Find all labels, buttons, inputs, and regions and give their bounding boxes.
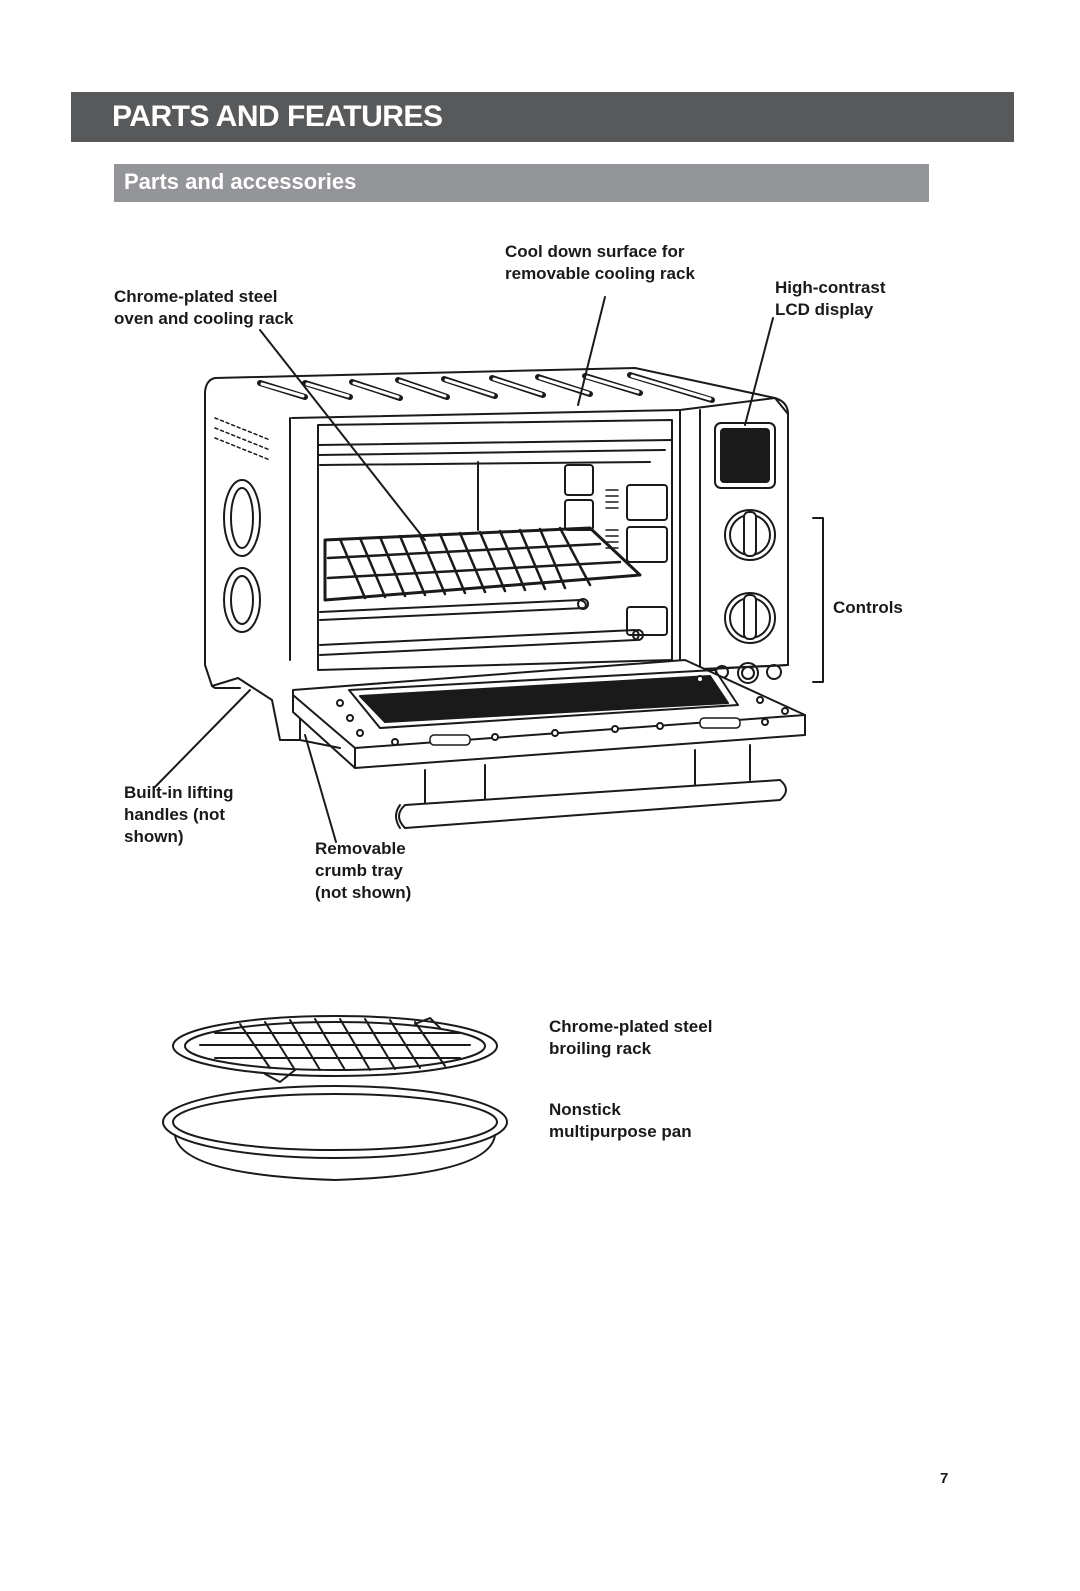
page-number: 7 xyxy=(940,1470,949,1487)
handle-grip-upper xyxy=(223,479,261,557)
handle-grip-lower xyxy=(223,567,261,633)
door-window xyxy=(359,675,729,723)
upper-knob xyxy=(724,509,776,561)
label-cool-down-surface: Cool down surface for removable cooling … xyxy=(505,242,695,283)
control-panel xyxy=(679,397,789,671)
broiling-rack xyxy=(172,1015,498,1083)
section-title-bar: PARTS AND FEATURES xyxy=(71,92,1014,142)
subsection-title-bar: Parts and accessories xyxy=(114,164,929,202)
label-multipurpose-pan: Nonstick multipurpose pan xyxy=(549,1100,692,1141)
section-title: PARTS AND FEATURES xyxy=(112,100,443,133)
label-broiling-rack: Chrome-plated steel broiling rack xyxy=(549,1017,713,1058)
oven-body xyxy=(204,367,789,741)
label-crumb-tray: Removable crumb tray (not shown) xyxy=(315,839,412,902)
label-controls: Controls xyxy=(833,598,903,617)
multipurpose-pan xyxy=(162,1085,508,1181)
label-lcd-display: High-contrast LCD display xyxy=(775,278,886,319)
subsection-title: Parts and accessories xyxy=(124,169,357,194)
door-handle xyxy=(398,779,787,829)
lower-knob xyxy=(724,592,776,644)
label-lifting-handles: Built-in lifting handles (not shown) xyxy=(124,783,234,846)
label-oven-cooling-rack: Chrome-plated steel oven and cooling rac… xyxy=(114,287,294,328)
